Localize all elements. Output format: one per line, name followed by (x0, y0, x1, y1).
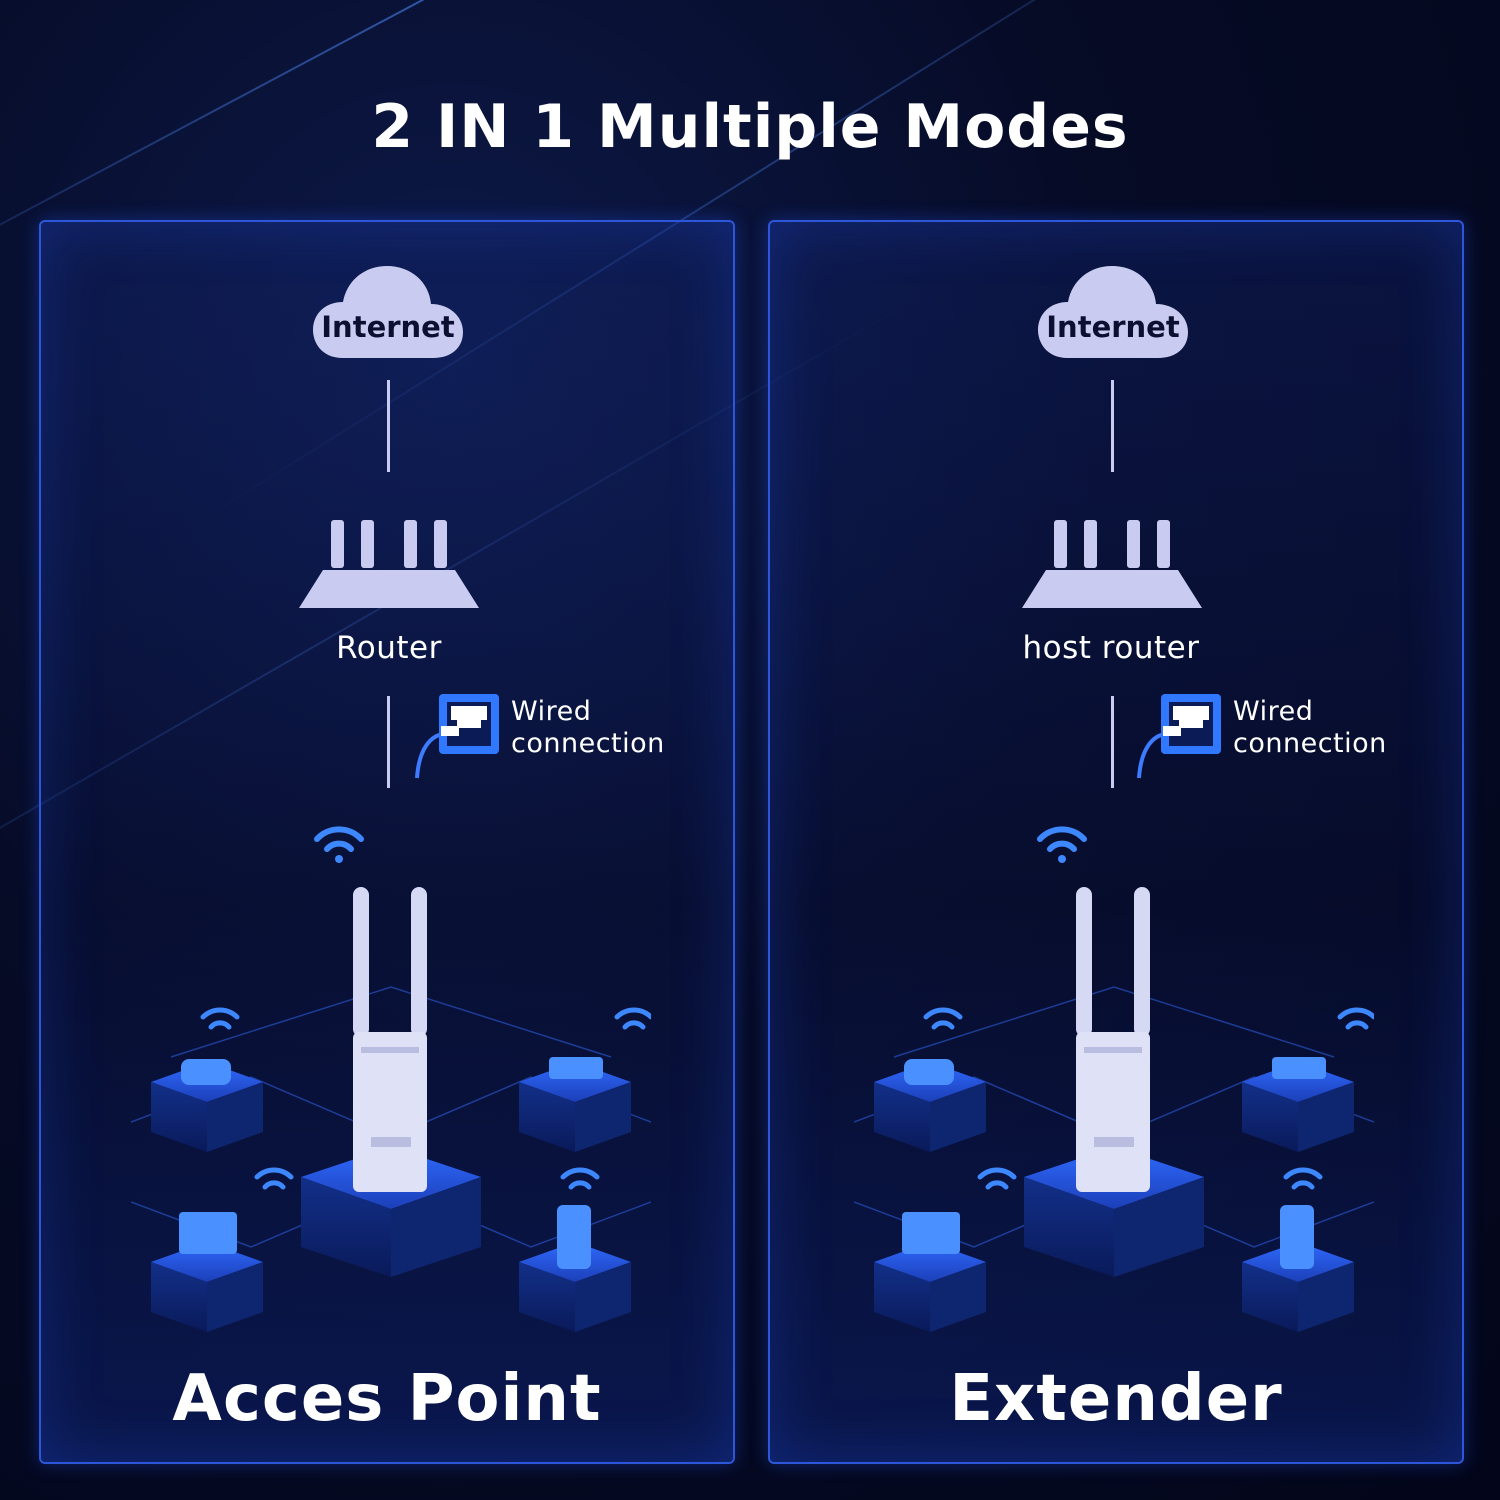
device-cube-left-top (151, 1059, 263, 1152)
camera-icon (904, 1059, 954, 1085)
mode-panel-access-point: Internet Router Wired connection (39, 220, 735, 1464)
mode-label: Acces Point (172, 1362, 602, 1436)
network-scene (854, 826, 1374, 1332)
cloud-label: Internet (1046, 310, 1180, 344)
cloud-label: Internet (321, 310, 455, 344)
router-icon (299, 520, 479, 608)
wired-connection-label: Wired connection (1233, 696, 1387, 760)
device-cube-right-top (519, 1057, 631, 1152)
router-icon (1022, 520, 1202, 608)
device-cube-left-bottom (151, 1212, 263, 1332)
access-point-device (1076, 887, 1150, 1192)
wired-line-1: Wired (511, 696, 592, 727)
page-title: 2 IN 1 Multiple Modes (371, 92, 1129, 162)
wired-connection-line (387, 696, 390, 788)
cloud-icon (1038, 266, 1188, 358)
ethernet-port-icon (1137, 694, 1221, 779)
router-label: Router (336, 630, 442, 666)
router-device-icon (549, 1057, 603, 1079)
network-scene (131, 826, 651, 1332)
device-cube-right-bottom (519, 1205, 631, 1332)
cloud-icon (313, 266, 463, 358)
connection-line (387, 380, 390, 472)
phone-icon (557, 1205, 591, 1269)
wired-connection-line (1111, 696, 1114, 788)
monitor-icon (179, 1212, 237, 1254)
mode-panel-extender: Internet host router Wired connection (768, 220, 1464, 1464)
wired-line-2: connection (1233, 728, 1387, 759)
device-cube-right-bottom (1242, 1205, 1354, 1332)
wired-connection-label: Wired connection (511, 696, 665, 760)
device-cube-left-bottom (874, 1212, 986, 1332)
mode-label: Extender (949, 1362, 1283, 1436)
monitor-icon (902, 1212, 960, 1254)
camera-icon (181, 1059, 231, 1085)
access-point-device (353, 887, 427, 1192)
wired-line-2: connection (511, 728, 665, 759)
phone-icon (1280, 1205, 1314, 1269)
ethernet-port-icon (415, 694, 499, 779)
connection-line (1111, 380, 1114, 472)
wifi-icon (1037, 826, 1087, 863)
router-device-icon (1272, 1057, 1326, 1079)
device-cube-left-top (874, 1059, 986, 1152)
device-cube-right-top (1242, 1057, 1354, 1152)
wired-line-1: Wired (1233, 696, 1314, 727)
router-label: host router (1022, 630, 1200, 666)
wifi-icon (314, 826, 364, 863)
